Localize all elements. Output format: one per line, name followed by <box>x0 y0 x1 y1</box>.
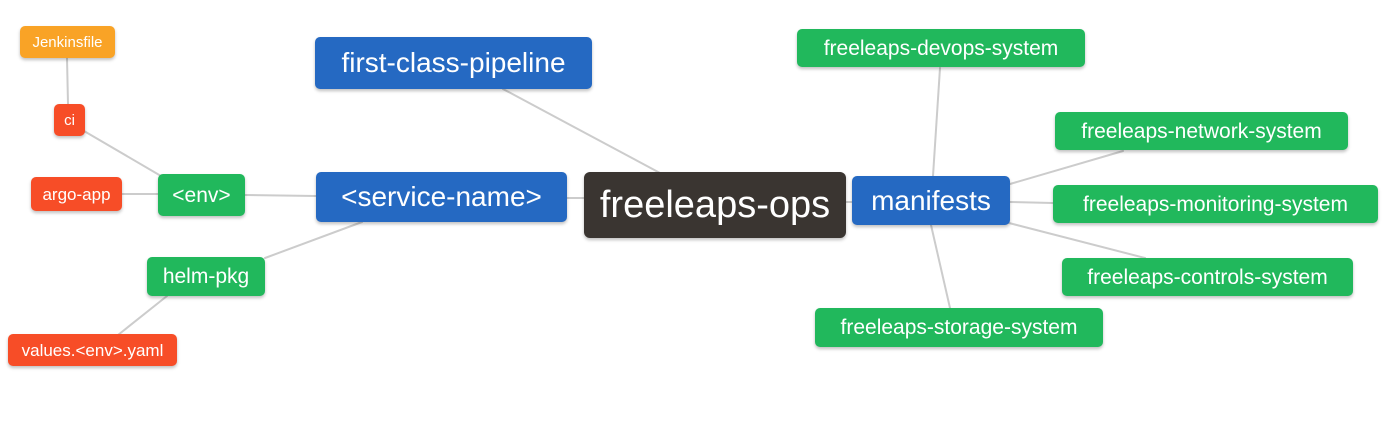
node-label: Jenkinsfile <box>32 33 103 51</box>
node-values-env-yaml[interactable]: values.<env>.yaml <box>8 334 177 366</box>
node-service-name[interactable]: <service-name> <box>316 172 567 222</box>
node-label: freeleaps-network-system <box>1081 119 1322 143</box>
node-env[interactable]: <env> <box>158 174 245 216</box>
node-label: values.<env>.yaml <box>21 340 164 360</box>
node-freeleaps-controls-system[interactable]: freeleaps-controls-system <box>1062 258 1353 296</box>
node-label: freeleaps-devops-system <box>823 36 1059 60</box>
node-jenkinsfile[interactable]: Jenkinsfile <box>20 26 115 58</box>
edge-manifests-controls <box>1008 222 1146 259</box>
node-helm-pkg[interactable]: helm-pkg <box>147 257 265 296</box>
node-label: ci <box>64 111 75 129</box>
node-argo-app[interactable]: argo-app <box>31 177 122 211</box>
node-label: argo-app <box>42 184 111 204</box>
node-first-class-pipeline[interactable]: first-class-pipeline <box>315 37 592 89</box>
node-freeleaps-network-system[interactable]: freeleaps-network-system <box>1055 112 1348 150</box>
node-freeleaps-storage-system[interactable]: freeleaps-storage-system <box>815 308 1103 347</box>
edge-service-name-helm-pkg <box>264 221 363 259</box>
edge-manifests-devops <box>932 67 941 177</box>
node-ci[interactable]: ci <box>54 104 85 136</box>
edge-helm-pkg-values <box>117 295 168 336</box>
edge-pipeline-freeleaps-ops <box>502 88 661 174</box>
node-label: first-class-pipeline <box>341 47 566 78</box>
node-freeleaps-devops-system[interactable]: freeleaps-devops-system <box>797 29 1085 67</box>
node-manifests[interactable]: manifests <box>852 176 1010 225</box>
node-label: freeleaps-storage-system <box>840 316 1078 339</box>
node-label: <env> <box>172 183 231 207</box>
edge-jenkinsfile-ci <box>66 57 69 105</box>
edge-manifests-network <box>1009 150 1124 185</box>
node-freeleaps-monitoring-system[interactable]: freeleaps-monitoring-system <box>1053 185 1378 223</box>
edge-manifests-storage <box>930 224 951 309</box>
edge-manifests-monitoring <box>1009 201 1054 204</box>
node-label: helm-pkg <box>162 265 250 288</box>
node-label: manifests <box>871 184 991 216</box>
node-label: freeleaps-monitoring-system <box>1083 192 1348 216</box>
node-freeleaps-ops-root[interactable]: freeleaps-ops <box>584 172 846 238</box>
edge-ci-env <box>83 130 162 177</box>
node-label: freeleaps-ops <box>599 184 831 226</box>
node-label: freeleaps-controls-system <box>1087 265 1328 289</box>
edge-env-service-name <box>244 194 317 197</box>
node-label: <service-name> <box>341 181 542 212</box>
